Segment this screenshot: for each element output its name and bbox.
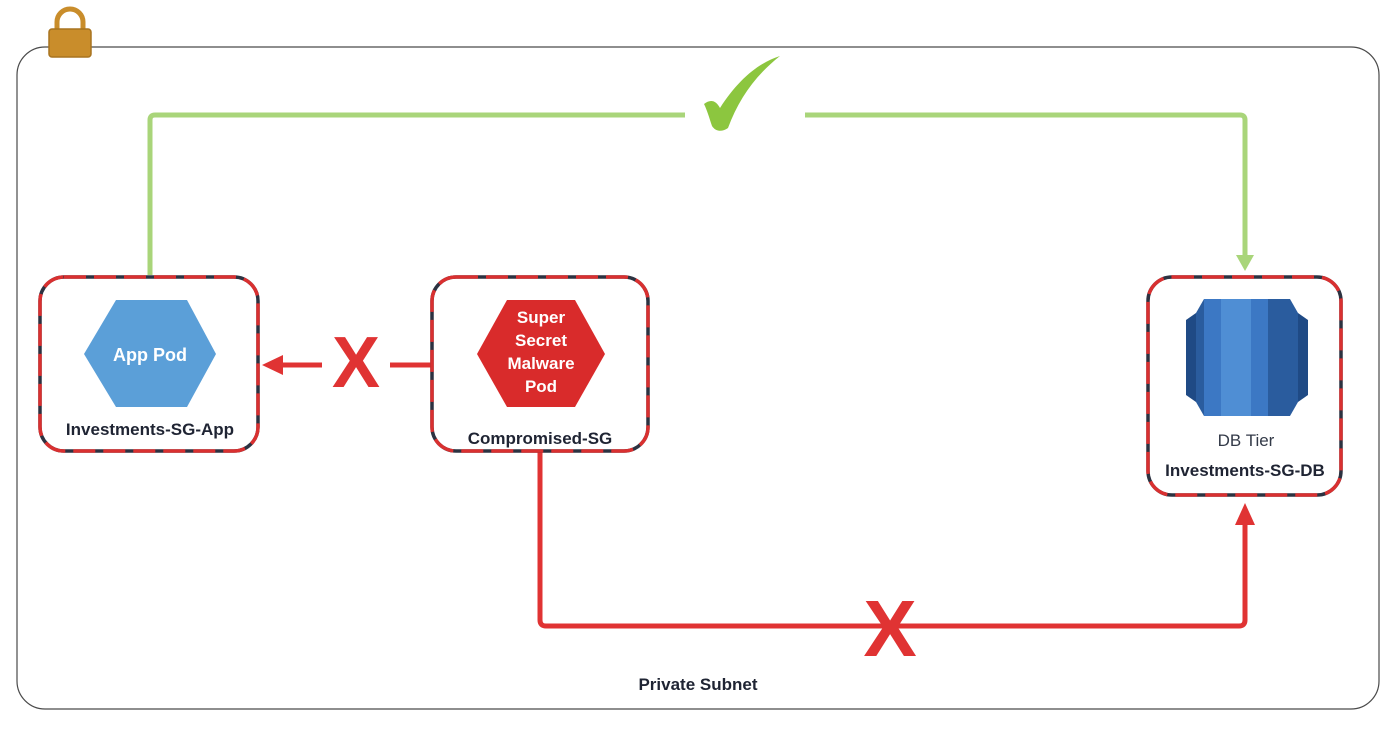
app-pod-label: App Pod [113, 345, 187, 365]
blocked-x-icon-app: X [332, 323, 380, 403]
malware-pod-label-line3: Malware [507, 354, 574, 373]
allowed-checkmark-icon [704, 56, 780, 131]
malware-pod-label-line2: Secret [515, 331, 567, 350]
malware-pod-label-line4: Pod [525, 377, 557, 396]
blocked-x-icon-db: X [863, 584, 916, 673]
private-subnet-boundary [16, 46, 1380, 710]
db-tier-label: DB Tier [1218, 431, 1275, 450]
malware-pod-label-line1: Super [517, 308, 566, 327]
database-icon [1186, 299, 1308, 416]
blocked-connection-db [537, 452, 1255, 629]
app-sg-label: Investments-SG-App [66, 420, 234, 439]
subnet-label: Private Subnet [638, 675, 757, 694]
app-pod-hexagon [84, 300, 216, 407]
allowed-connection [147, 112, 1254, 275]
db-sg-label: Investments-SG-DB [1165, 461, 1325, 480]
compromised-sg-label: Compromised-SG [468, 429, 613, 448]
lock-icon [48, 6, 92, 58]
blocked-connection-app [262, 355, 432, 375]
malware-pod-hexagon [477, 300, 605, 407]
